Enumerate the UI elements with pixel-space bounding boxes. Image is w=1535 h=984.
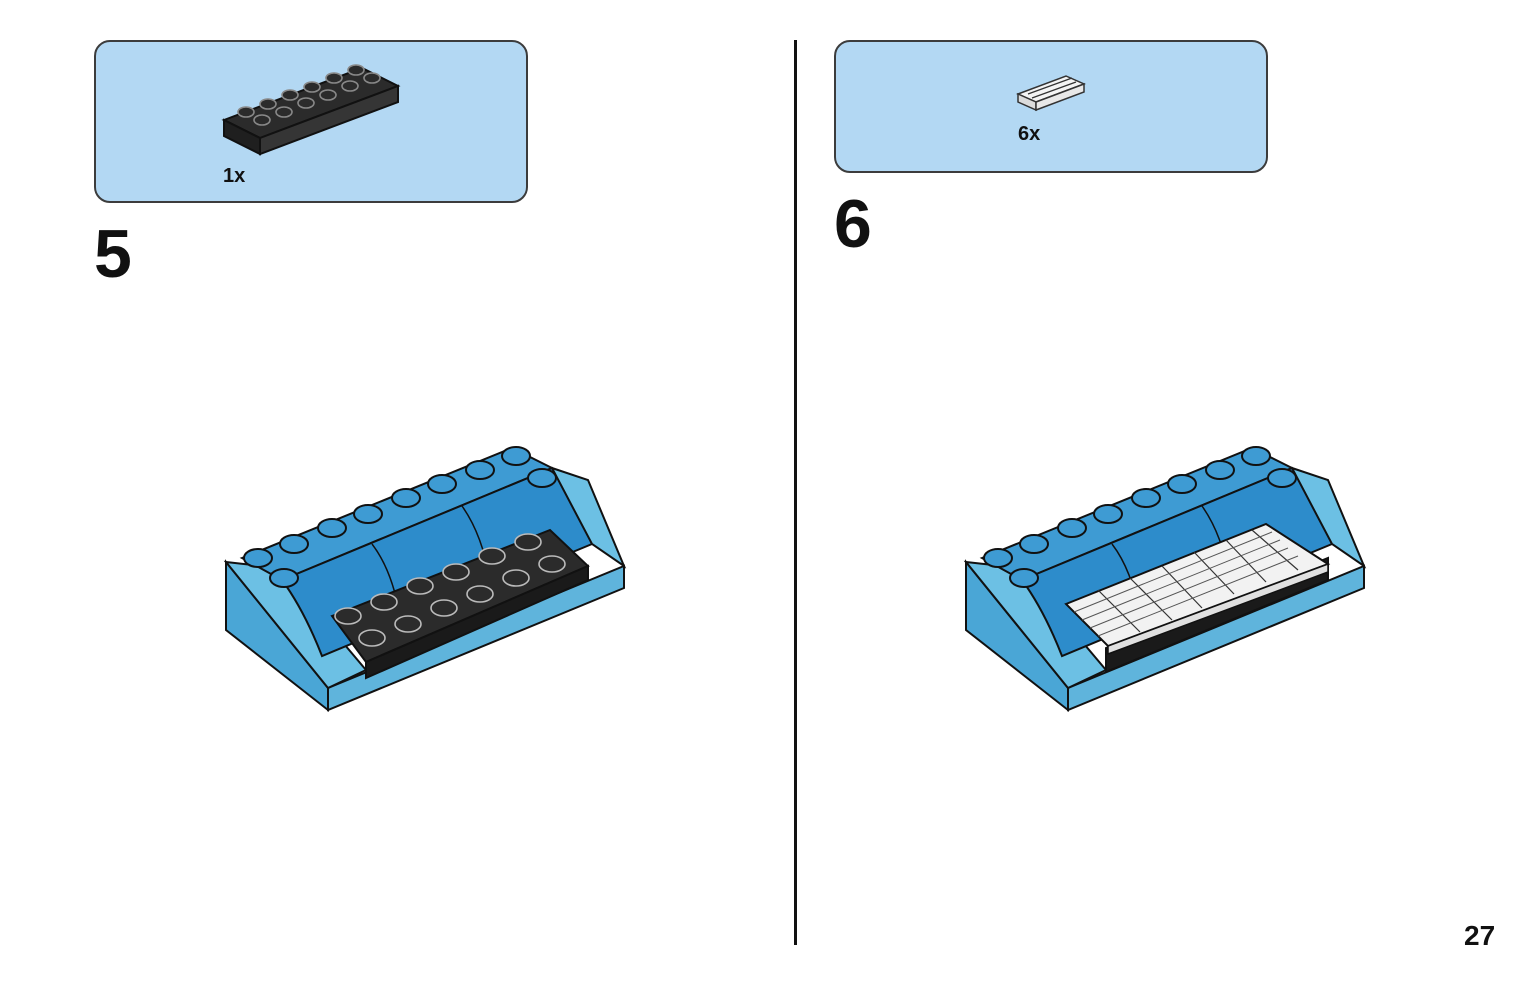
keyboard-with-white-keys <box>963 446 1367 713</box>
page-number: 27 <box>1464 920 1496 951</box>
step-number: 6 <box>834 186 872 262</box>
white-grille-tile-icon <box>1016 75 1086 112</box>
page-divider <box>794 40 797 945</box>
part-quantity: 6x <box>1018 123 1041 145</box>
part-quantity: 1x <box>223 165 246 187</box>
black-plate-2x6-icon <box>221 64 401 156</box>
keyboard-base-with-black-plate <box>223 446 627 713</box>
step-number: 5 <box>94 216 132 292</box>
parts-callout-step-6: 6x <box>834 40 1268 173</box>
